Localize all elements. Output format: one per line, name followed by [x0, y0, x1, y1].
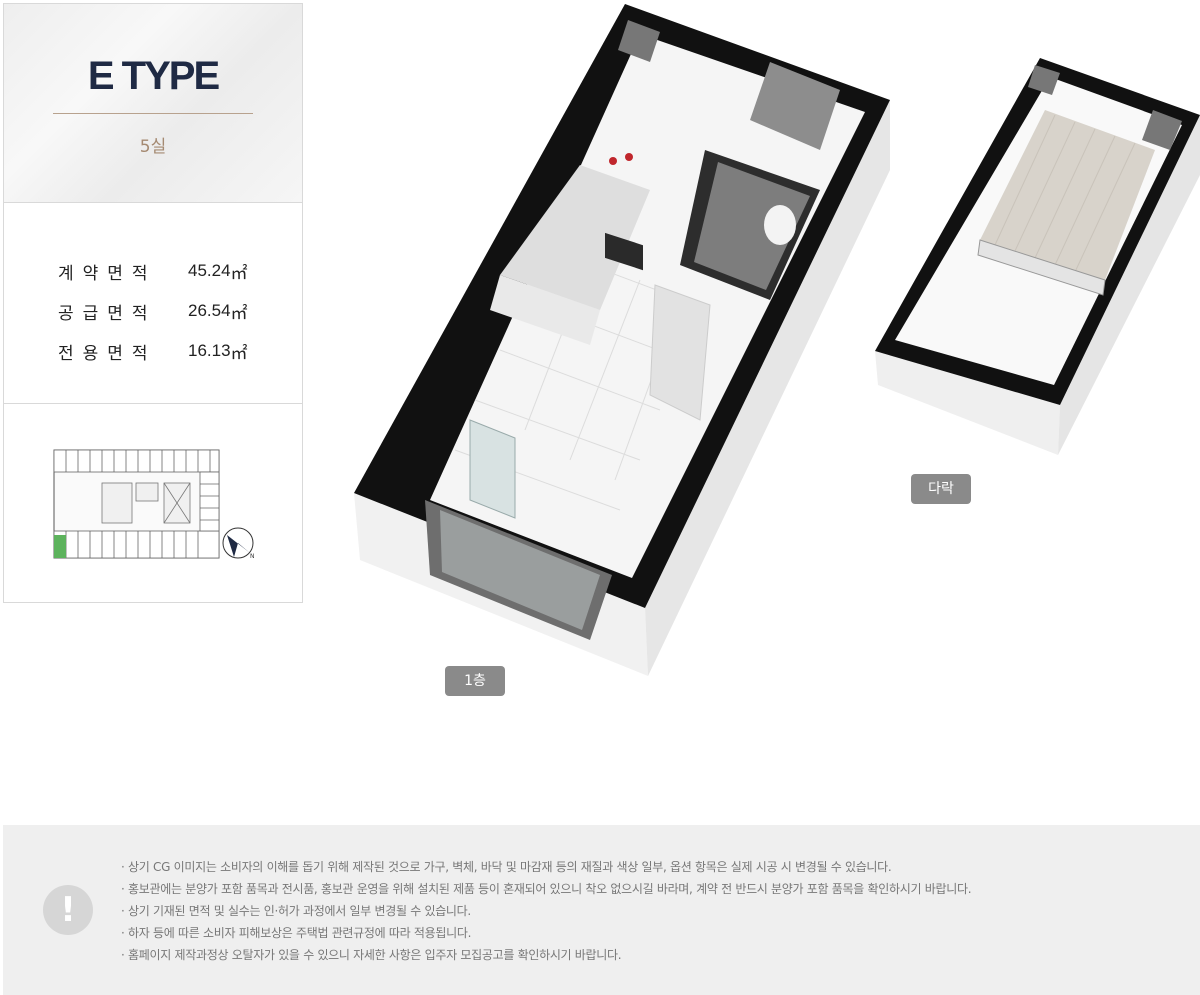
kitchen-cabinet — [500, 165, 650, 310]
shoe-closet — [750, 62, 840, 150]
area-row-supply: 공급면적 26.54 ㎡ — [4, 291, 302, 331]
loft-utility-right — [1142, 110, 1182, 150]
exclamation-icon: ! — [43, 885, 93, 935]
key-plan-drawing: N — [53, 449, 255, 560]
cooktop-burner-left — [609, 157, 617, 165]
area-unit: ㎡ — [230, 343, 248, 363]
key-plan: N — [4, 405, 302, 603]
toilet — [764, 205, 796, 245]
kitchen-counter-top — [490, 275, 600, 345]
loft-plan — [875, 58, 1200, 455]
area-table: 계약면적 45.24 ㎡ 공급면적 26.54 ㎡ 전용면적 16.13 ㎡ — [4, 203, 302, 404]
unit-info-panel: E TYPE 5실 계약면적 45.24 ㎡ 공급면적 26.54 ㎡ 전용면적… — [3, 3, 303, 603]
bottom-unit-row — [53, 530, 220, 559]
loft-railing — [977, 239, 1106, 296]
highlighted-unit — [54, 535, 66, 558]
loft-wood-floor — [980, 110, 1155, 280]
area-unit: ㎡ — [230, 303, 248, 323]
notice-item: · 홈페이지 제작과정상 오탈자가 있을 수 있으니 자세한 사항은 입주자 모… — [121, 948, 622, 962]
compass-north-mark: N — [250, 553, 255, 560]
type-header: E TYPE 5실 — [4, 4, 302, 203]
area-row-exclusive: 전용면적 16.13 ㎡ — [4, 331, 302, 371]
notice-item: · 홍보관에는 분양가 포함 품목과 전시품, 홍보관 운영을 위해 설치된 제… — [121, 882, 972, 896]
utility-shaft — [618, 20, 660, 62]
loft-front-face — [875, 351, 1060, 455]
balcony-glass — [440, 510, 600, 630]
loft-floor-boards — [994, 114, 1136, 273]
base-side-face — [645, 100, 890, 676]
notice-list: · 상기 CG 이미지는 소비자의 이해를 돕기 위해 제작된 것으로 가구, … — [121, 856, 972, 966]
area-label: 공급면적 — [58, 303, 157, 324]
area-label: 전용면적 — [58, 343, 157, 364]
cooktop — [605, 232, 643, 271]
notice-box: ! · 상기 CG 이미지는 소비자의 이해를 돕기 위해 제작된 것으로 가구… — [3, 825, 1200, 995]
notice-item: · 상기 CG 이미지는 소비자의 이해를 돕기 위해 제작된 것으로 가구, … — [121, 860, 892, 874]
loft-side-face — [1058, 115, 1200, 455]
compass-icon — [222, 527, 254, 559]
bathroom-floor — [694, 162, 810, 290]
right-unit-column — [199, 471, 220, 532]
top-unit-row — [53, 449, 220, 473]
loft-label[interactable]: 다락 — [911, 474, 971, 504]
loft-utility-left — [1028, 65, 1060, 95]
area-value: 26.54 — [188, 301, 231, 320]
notice-item: · 하자 등에 따른 소비자 피해보상은 주택법 관련규정에 따라 적용됩니다. — [121, 926, 472, 940]
area-value: 16.13 — [188, 341, 231, 360]
glass-door — [469, 419, 516, 519]
area-label: 계약면적 — [58, 263, 157, 284]
first-floor-plan — [354, 4, 890, 676]
area-unit: ㎡ — [230, 263, 248, 283]
area-value: 45.24 — [188, 261, 231, 280]
wardrobe — [649, 284, 711, 421]
area-row-contract: 계약면적 45.24 ㎡ — [4, 251, 302, 291]
unit-type-title: E TYPE — [87, 54, 220, 98]
title-divider — [53, 113, 253, 114]
first-floor-label[interactable]: 1층 — [445, 666, 505, 696]
notice-item: · 상기 기재된 면적 및 실수는 인·허가 과정에서 일부 변경될 수 있습니… — [121, 904, 471, 918]
building-core — [101, 482, 191, 524]
unit-count: 5실 — [139, 137, 167, 157]
cooktop-burner-right — [625, 153, 633, 161]
